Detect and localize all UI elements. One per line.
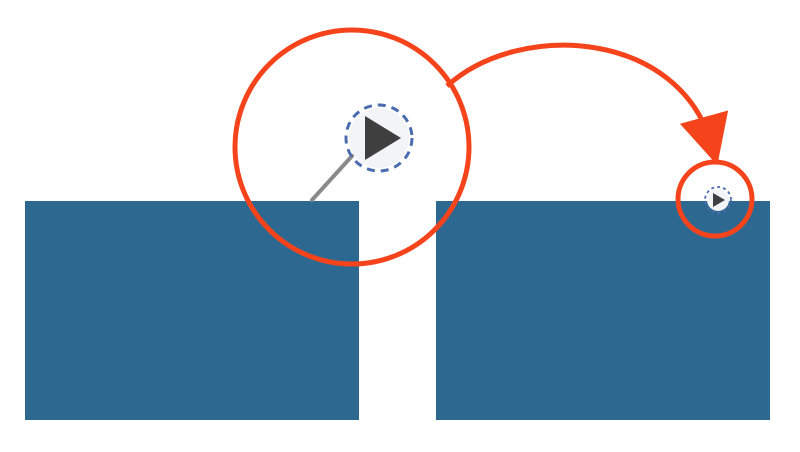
- curved-arrow-icon: [445, 42, 729, 166]
- left-panel: [25, 201, 359, 420]
- enlarged-dashed-ring: [344, 103, 414, 173]
- small-play-button[interactable]: [704, 186, 732, 214]
- target-highlight-ring: [675, 159, 755, 239]
- enlarged-play-icon: [365, 116, 401, 160]
- magnifier-ring: [232, 27, 472, 267]
- small-play-icon: [713, 193, 725, 207]
- magnifier-handle: [310, 154, 354, 202]
- enlarged-play-button: [344, 103, 414, 173]
- small-dashed-ring: [704, 186, 732, 214]
